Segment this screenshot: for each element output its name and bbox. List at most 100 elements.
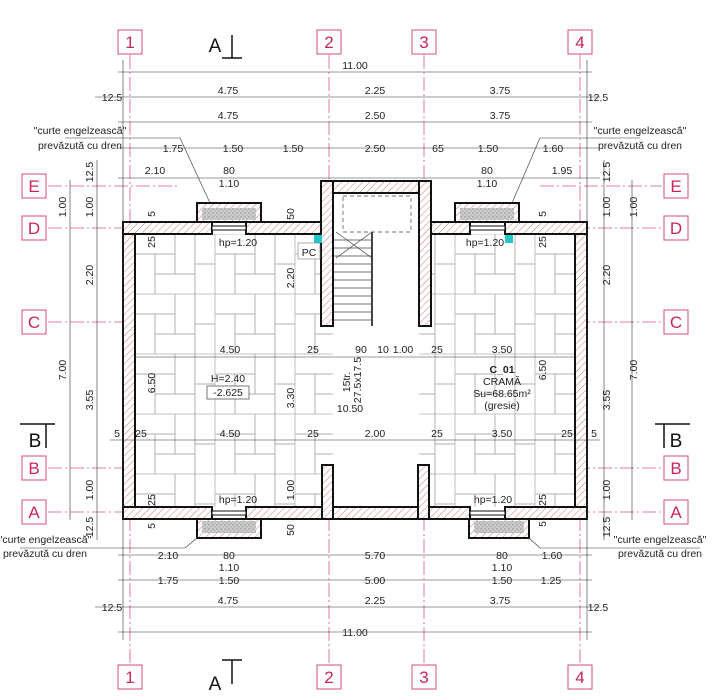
dimension-label: 2.25 (365, 595, 386, 607)
dimension-label: 65 (432, 143, 444, 155)
grid-row-C-box (21, 309, 47, 335)
dimension-label: 2.20 (285, 268, 297, 289)
grid-column-4: 4 (575, 668, 584, 687)
dimension-label: 1.50 (219, 575, 240, 587)
dimension-label: 2.10 (145, 165, 166, 177)
dimension-label: 12.5 (84, 162, 96, 183)
dimension-label: 1.95 (552, 165, 573, 177)
note-light-well: "curte engelzească" (34, 125, 127, 137)
dimension-label: 5 (537, 521, 549, 527)
grid-row-B-box (21, 455, 47, 481)
dimension-label: 25 (135, 428, 147, 440)
windows (211, 225, 506, 516)
dimension-label: 4.75 (218, 85, 239, 97)
dimension-label: 12.5 (588, 602, 609, 614)
window-sill-height: hp=1.20 (219, 494, 257, 506)
dimension-label: 3.50 (492, 428, 513, 440)
section-a-top: A (209, 36, 222, 57)
note-light-well: prevăzută cu dren (3, 548, 87, 560)
dimension-label: 1.00 (628, 197, 640, 218)
section-markers (20, 35, 690, 684)
grid-column-3-box (411, 664, 437, 690)
dimension-label: 2.10 (158, 550, 179, 562)
room-height: H=2.40 (211, 373, 245, 385)
dimension-label: 6.50 (537, 360, 549, 381)
dimension-label: 1.10 (219, 562, 240, 574)
dimension-label: 25 (431, 428, 443, 440)
dimension-label: 7.00 (57, 360, 69, 381)
dimension-label: 3.75 (490, 595, 511, 607)
dimension-label: 5 (591, 428, 597, 440)
dimension-label: 12.5 (84, 517, 96, 538)
dimension-label: 1.10 (219, 178, 240, 190)
grid-column-4-box (567, 29, 593, 55)
dimension-label: 25 (537, 236, 549, 248)
dimension-label: 25 (431, 344, 443, 356)
dimension-label: 2.50 (365, 110, 386, 122)
dimension-label: 3.75 (490, 110, 511, 122)
grid-column-2: 2 (324, 668, 333, 687)
grid-column-3: 3 (419, 668, 428, 687)
grid-row-B: B (28, 459, 39, 478)
dimension-label: 25 (307, 428, 319, 440)
staircase[interactable] (333, 195, 412, 507)
grid-row-A: A (670, 503, 682, 522)
dimension-label: 1.00 (57, 197, 69, 218)
grid-column-1-box (117, 29, 143, 55)
grid-row-D-box (21, 215, 47, 241)
grid-row-E-box (663, 173, 689, 199)
grid-row-C-box (663, 309, 689, 335)
dimension-label: 1.00 (393, 344, 414, 356)
dimension-label: 25 (307, 344, 319, 356)
grid-row-E-box (21, 173, 47, 199)
level-box (206, 385, 250, 400)
dimension-label: 5 (146, 523, 158, 529)
dimension-label: 80 (223, 550, 235, 562)
dimension-label: 10 (377, 344, 389, 356)
dimension-label: 1.75 (163, 143, 184, 155)
grid-row-C: C (28, 313, 40, 332)
grid-column-1-box (117, 664, 143, 690)
dimension-label: 12.5 (601, 162, 613, 183)
grid-row-A-box (663, 499, 689, 525)
stair-floor (333, 193, 419, 507)
dimension-label: 5 (537, 211, 549, 217)
room-finish: (gresie) (484, 400, 520, 412)
dimension-label: 12.5 (588, 92, 609, 104)
dimension-label: 2.00 (365, 428, 386, 440)
dimension-label: 1.00 (84, 197, 96, 218)
dimension-label: 2.20 (601, 265, 613, 286)
window-sill-height: hp=1.20 (474, 494, 512, 506)
dimension-label: 3.30 (285, 388, 297, 409)
grid-column-4-box (567, 664, 593, 690)
grid-row-A: A (28, 503, 40, 522)
dimension-label: 90 (355, 344, 367, 356)
grid-column-1: 1 (125, 668, 134, 687)
dimension-label: 50 (285, 208, 297, 220)
dimension-label: 25 (146, 236, 158, 248)
dimension-label: 80 (496, 550, 508, 562)
grid-row-E: E (28, 177, 39, 196)
grid-column-2-box (316, 29, 342, 55)
light-wells (196, 202, 530, 539)
walls (122, 180, 588, 520)
dimension-label: 11.00 (342, 60, 368, 72)
section-b-right: B (670, 431, 683, 452)
section-a-bottom: A (209, 674, 222, 695)
dimension-label: 4.75 (218, 595, 239, 607)
dimension-label: 7.00 (628, 360, 640, 381)
dimension-label: 1.60 (543, 143, 564, 155)
grid-column-2: 2 (324, 33, 333, 52)
dimension-label: 5 (114, 428, 120, 440)
grid-row-D: D (670, 219, 682, 238)
dimension-label: 80 (223, 165, 235, 177)
note-light-well: prevăzută cu dren (598, 140, 682, 152)
dimension-label: 4.50 (220, 428, 241, 440)
note-light-well: prevăzută cu dren (618, 548, 702, 560)
dimension-label: 25 (146, 494, 158, 506)
dimension-label: 25 (561, 428, 573, 440)
dimension-label: 12.5 (102, 92, 123, 104)
dimension-label: 12.5 (601, 517, 613, 538)
grid-row-A-box (21, 499, 47, 525)
